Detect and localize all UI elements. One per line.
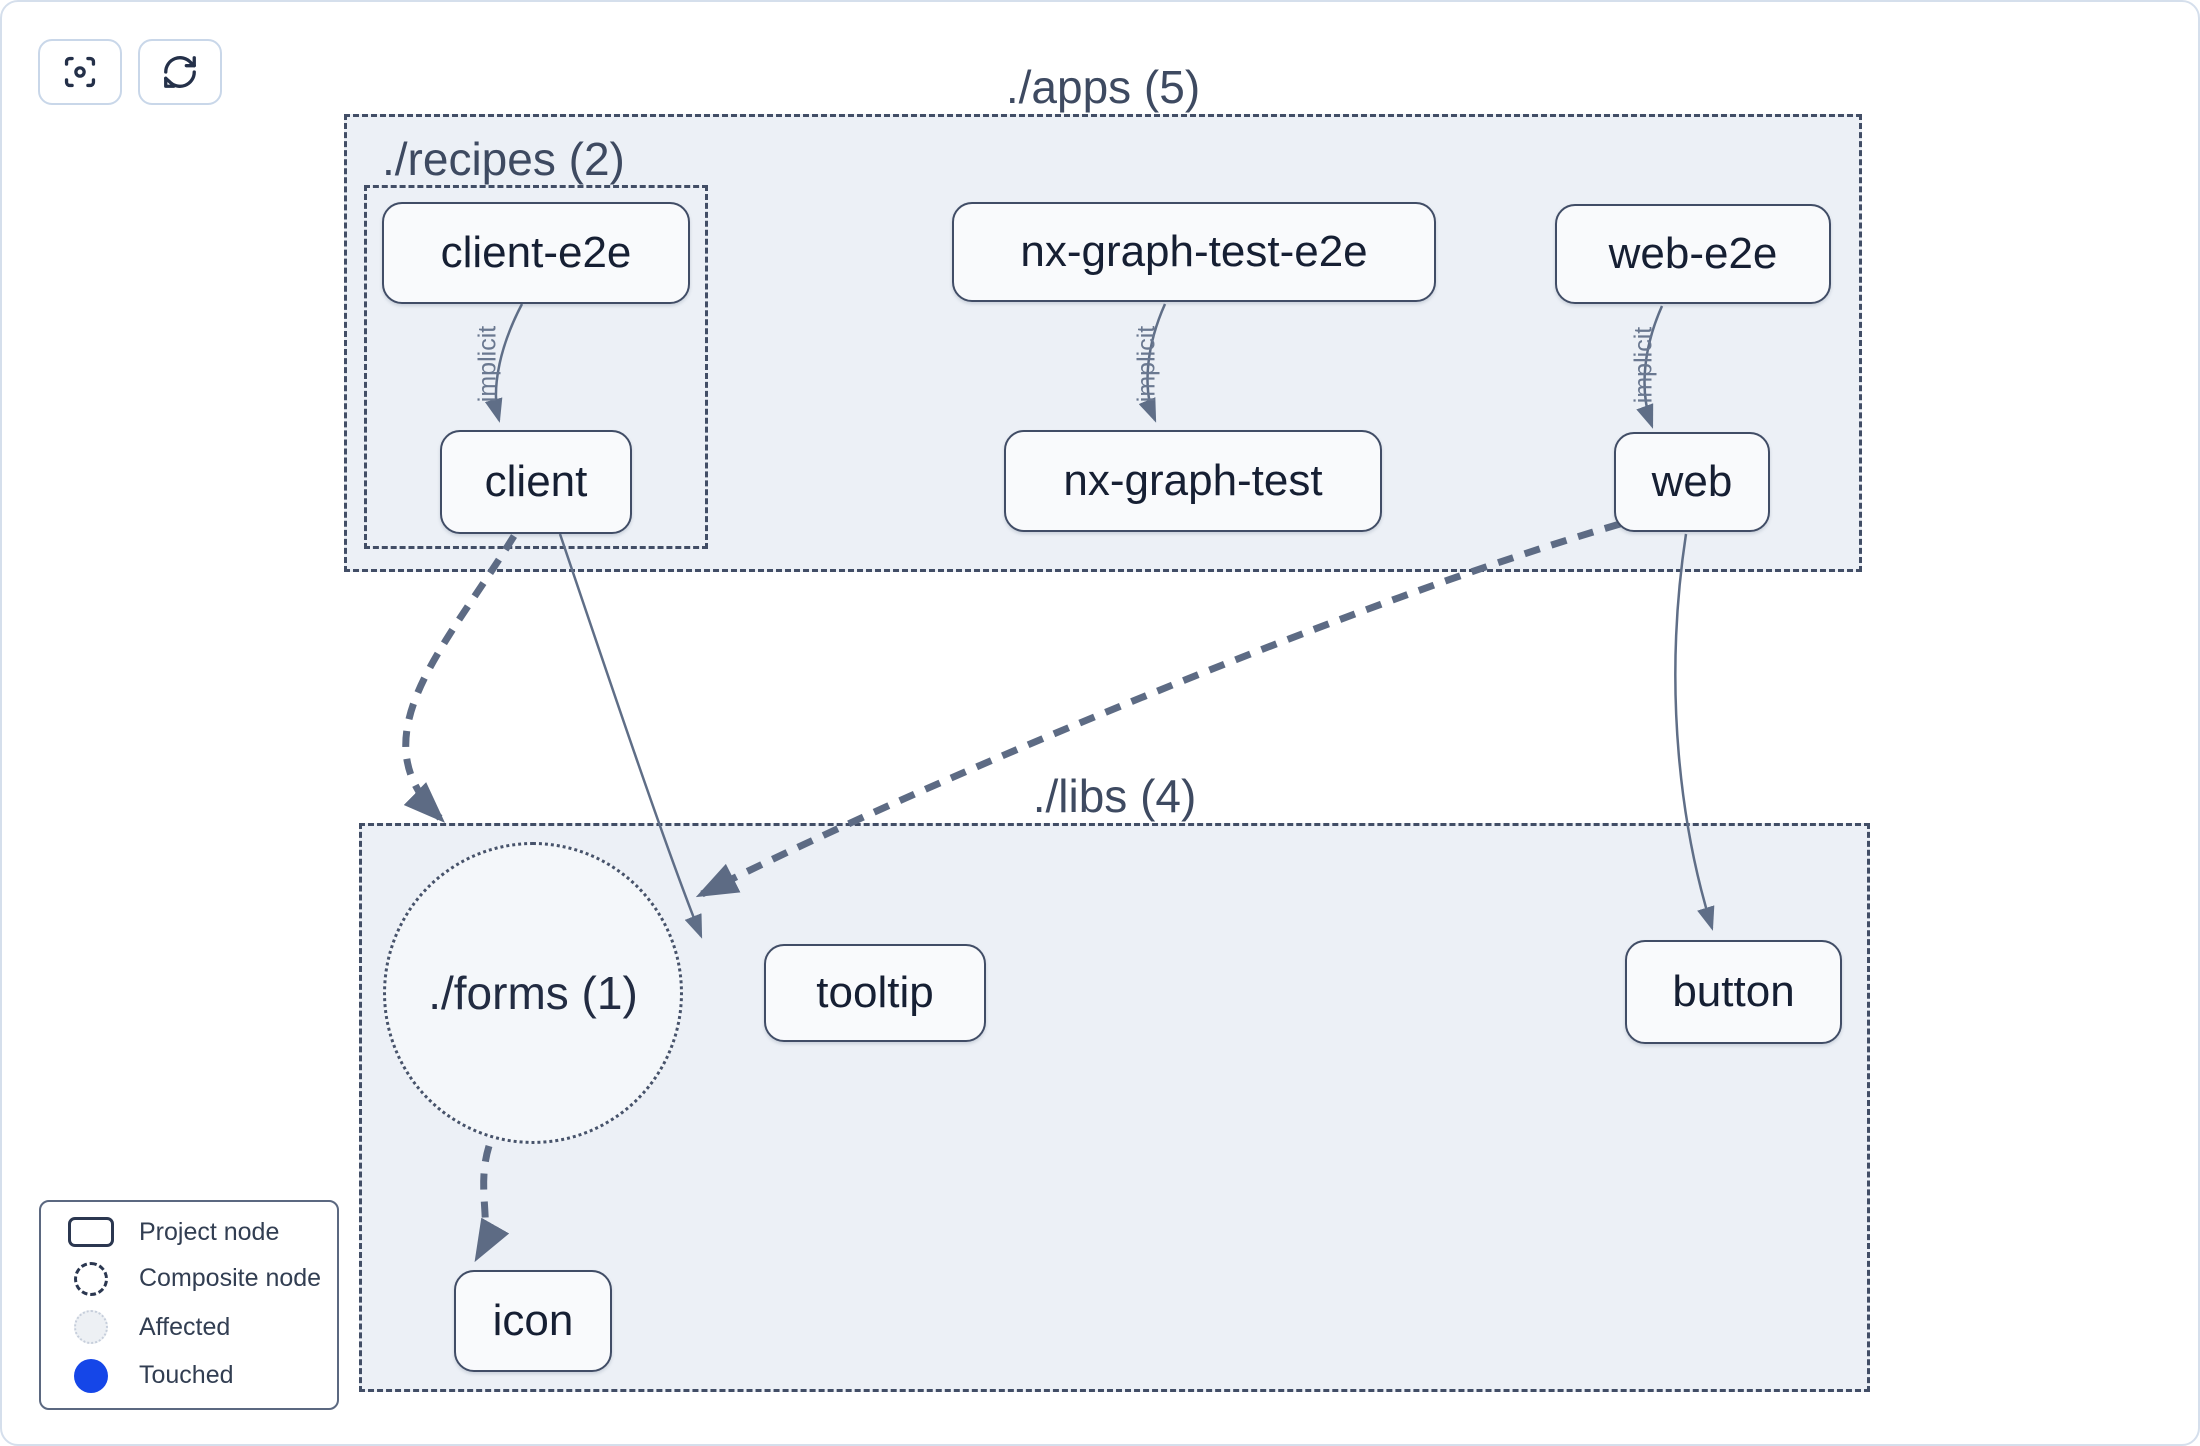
composite-node-icon bbox=[74, 1261, 108, 1296]
edge-label-implicit: implicit bbox=[473, 325, 502, 403]
affected-icon bbox=[74, 1310, 108, 1345]
group-recipes bbox=[364, 185, 708, 549]
node-button[interactable]: button bbox=[1625, 940, 1842, 1044]
node-web[interactable]: web bbox=[1614, 432, 1770, 532]
legend-label: Touched bbox=[139, 1361, 234, 1390]
legend-label: Affected bbox=[139, 1312, 231, 1341]
node-client[interactable]: client bbox=[440, 430, 632, 534]
focus-viewfinder-icon bbox=[64, 56, 96, 88]
node-client-e2e[interactable]: client-e2e bbox=[382, 202, 690, 304]
touched-icon bbox=[74, 1358, 108, 1393]
edge-label-implicit: implicit bbox=[1629, 326, 1658, 404]
composite-node-forms-label: ./forms (1) bbox=[428, 967, 638, 1019]
legend-label: Composite node bbox=[139, 1264, 322, 1293]
legend-item-composite-node: Composite node bbox=[67, 1261, 337, 1296]
legend-item-touched: Touched bbox=[67, 1358, 337, 1393]
edge-label-implicit: implicit bbox=[1132, 325, 1161, 403]
node-icon[interactable]: icon bbox=[454, 1270, 612, 1372]
node-nx-graph-test-e2e[interactable]: nx-graph-test-e2e bbox=[952, 202, 1436, 302]
focus-button[interactable] bbox=[38, 39, 122, 105]
composite-node-forms[interactable]: ./forms (1) bbox=[383, 842, 683, 1144]
legend-item-affected: Affected bbox=[67, 1310, 337, 1345]
group-recipes-label: ./recipes (2) bbox=[382, 133, 625, 185]
legend: Project node Composite node Affected Tou… bbox=[39, 1200, 339, 1410]
refresh-icon bbox=[164, 56, 196, 88]
node-nx-graph-test[interactable]: nx-graph-test bbox=[1004, 430, 1382, 532]
refresh-button[interactable] bbox=[138, 39, 222, 105]
group-libs-label: ./libs (4) bbox=[1032, 770, 1197, 822]
node-web-e2e[interactable]: web-e2e bbox=[1555, 204, 1831, 304]
node-tooltip[interactable]: tooltip bbox=[764, 944, 986, 1042]
group-apps-label: ./apps (5) bbox=[1005, 61, 1201, 113]
legend-item-project-node: Project node bbox=[67, 1217, 337, 1248]
project-node-icon bbox=[68, 1217, 114, 1248]
legend-label: Project node bbox=[139, 1217, 280, 1246]
